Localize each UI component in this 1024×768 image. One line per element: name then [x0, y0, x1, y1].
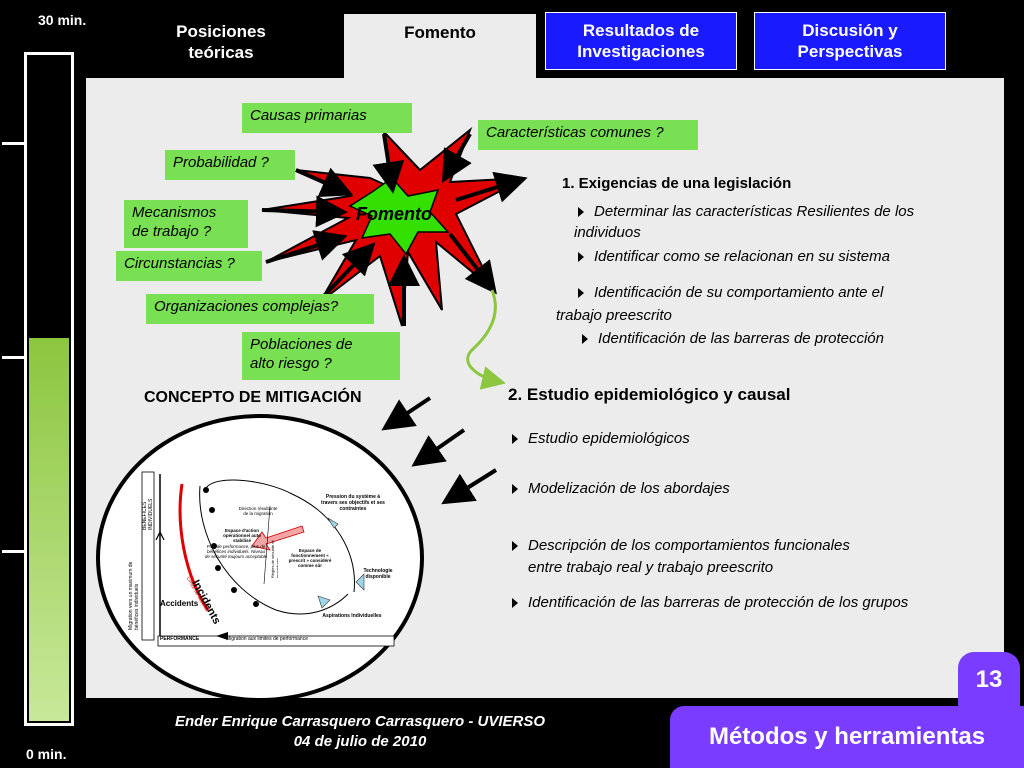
mindmap-center-label: Fomento — [356, 204, 432, 224]
section1-item-cont: trabajo preescrito — [556, 307, 672, 324]
mitigation-diagram — [141, 471, 395, 647]
bullet-icon — [512, 541, 518, 552]
timer-fill — [29, 337, 69, 721]
section1-title: 1. Exigencias de una legislación — [562, 175, 792, 192]
diagram-label-accidents: Accidents — [160, 599, 199, 608]
tab-discusion[interactable]: Discusión y Perspectivas — [754, 12, 946, 70]
diagram-label-espace-fonctionnement: Espace de fonctionnement « prescrit » co… — [288, 548, 332, 568]
bullet-icon — [578, 207, 584, 218]
section2-item: Identificación de las barreras de protec… — [512, 594, 908, 611]
section2-title: 2. Estudio epidemiológico y causal — [508, 385, 791, 404]
box-mecanismos: Mecanismos de trabajo ? — [124, 200, 248, 248]
tab-fomento[interactable]: Fomento — [344, 14, 536, 80]
bullet-icon — [512, 598, 518, 609]
box-caracteristicas: Características comunes ? — [478, 120, 698, 150]
timer-tick — [2, 142, 24, 145]
section1-item: Identificación de las barreras de protec… — [582, 330, 884, 347]
box-causas-primarias: Causas primarias — [242, 103, 412, 133]
diagram-label-aspirations: Aspirations Individuelles — [322, 613, 382, 619]
timer-bottom-label: 0 min. — [26, 746, 67, 762]
bullet-icon — [578, 252, 584, 263]
bullet-icon — [578, 288, 584, 299]
box-probabilidad: Probabilidad ? — [165, 150, 295, 180]
section-label: Métodos y herramientas — [670, 706, 1024, 768]
tab-resultados[interactable]: Resultados de Investigaciones — [545, 12, 737, 70]
diagram-label-migration-bottom: Migration aux limites de performance — [226, 636, 308, 642]
diagram-label-plus-performance: Plus de performance, plus de bénéfices i… — [204, 544, 268, 559]
diagram-label-regles: Règles de sécurité et procédures — [270, 540, 278, 578]
box-poblaciones: Poblaciones de alto riesgo ? — [242, 332, 400, 380]
diagram-label-direction: Direction résultante de la migration — [238, 506, 278, 516]
section1-item: Identificación de su comportamiento ante… — [578, 284, 883, 301]
diagram-label-performance: PERFORMANCE — [160, 636, 200, 642]
section1-item: Determinar las características Resilient… — [578, 203, 914, 220]
concept-title: CONCEPTO DE MITIGACIÓN — [144, 389, 362, 406]
bullet-icon — [512, 484, 518, 495]
fomento-center-shape — [348, 177, 450, 256]
page-number: 13 — [958, 652, 1020, 708]
footer: Ender Enrique Carrasquero Carrasquero - … — [130, 712, 590, 752]
footer-author: Ender Enrique Carrasquero Carrasquero - … — [174, 713, 546, 730]
timer-top-label: 30 min. — [38, 12, 87, 28]
box-circunstancias: Circunstancias ? — [116, 251, 262, 281]
box-organizaciones: Organizaciones complejas? — [146, 294, 374, 324]
section2-item-cont: entre trabajo real y trabajo preescrito — [528, 559, 774, 576]
bullet-icon — [512, 434, 518, 445]
timer-bar — [24, 52, 74, 726]
diagram-label-technologie: Technologie disponible — [363, 568, 393, 580]
tab-posiciones-teoricas[interactable]: Posiciones teóricas — [176, 22, 266, 62]
diagram-label-migration-left: Migration vers un maximum de bénéfices i… — [128, 561, 140, 630]
diagram-label-pression: Pression du système à travers ses object… — [321, 494, 385, 512]
timer-tick — [2, 356, 24, 359]
section2-item: Estudio epidemiológicos — [512, 430, 690, 447]
timer-tick — [2, 550, 24, 553]
section1-item: Identificar como se relacionan en su sis… — [578, 248, 890, 265]
section2-item: Descripción de los comportamientos funci… — [512, 537, 850, 554]
footer-date: 04 de julio de 2010 — [293, 733, 427, 750]
diagram-label-espace-action: Espace d'action opérationnel auto stabil… — [223, 528, 261, 543]
bullet-icon — [582, 334, 588, 345]
diagram-label-benefices: BENEFICES INDIVIDUELS — [142, 498, 154, 530]
section2-item: Modelización de los abordajes — [512, 480, 730, 497]
section1-item-cont: individuos — [574, 224, 641, 241]
